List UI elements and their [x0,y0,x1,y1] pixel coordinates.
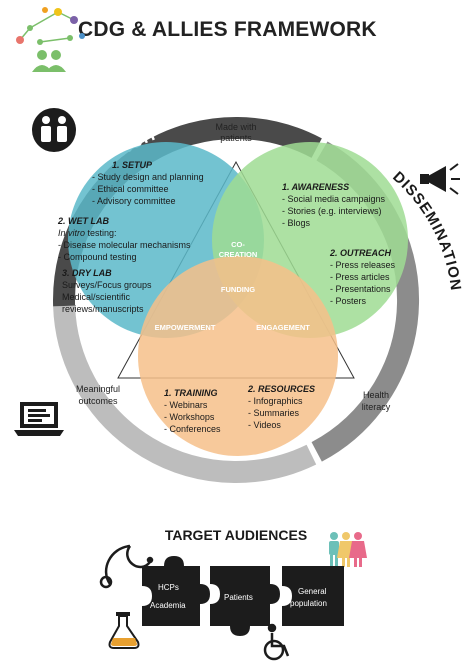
education-ring-segment [53,305,317,483]
laptop-icon [14,402,64,436]
awareness-item: - Stories (e.g. interviews) [282,206,382,216]
awareness-item: - Social media campaigns [282,194,386,204]
outreach-item: - Posters [330,296,367,306]
outreach-item: - Press releases [330,260,396,270]
training-item: - Conferences [164,424,221,434]
puzzle-pieces [142,556,344,636]
overlap-co-creation-1: CO- [231,240,245,249]
label-meaningful-outcomes-2: outcomes [78,396,118,406]
wet-lab-subheading: In vitro testing: [58,228,117,238]
setup-item: - Ethical committee [92,184,169,194]
megaphone-icon [420,163,460,195]
overlap-engagement: ENGAGEMENT [256,323,310,332]
wet-lab-heading: 2. WET LAB [57,216,109,226]
wet-lab-item: - Disease molecular mechanisms [58,240,191,250]
setup-item: - Advisory committee [92,196,176,206]
resources-item: - Infographics [248,396,303,406]
stethoscope-icon [99,544,154,589]
overlap-co-creation-2: CREATION [219,250,258,259]
awareness-item: - Blogs [282,218,311,228]
training-heading: 1. TRAINING [164,388,218,398]
outreach-item: - Press articles [330,272,390,282]
resources-heading: 2. RESOURCES [247,384,315,394]
setup-item: - Study design and planning [92,172,204,182]
setup-heading: 1. SETUP [112,160,153,170]
puzzle-piece-patients [210,566,280,636]
label-health-literacy-2: literacy [362,402,391,412]
education-circle-text: 1. TRAINING - Webinars - Workshops - Con… [164,384,315,434]
training-item: - Workshops [164,412,215,422]
puzzle-label-general: General [298,587,327,596]
puzzle-piece-hcps [142,556,210,626]
puzzle-piece-general-population [282,566,344,626]
resources-item: - Videos [248,420,281,430]
dry-lab-heading: 3. DRY LAB [62,268,112,278]
target-audiences-heading: TARGET AUDIENCES [165,527,307,543]
people-icon [329,532,367,567]
overlap-empowerment: EMPOWERMENT [155,323,216,332]
doctors-icon [32,108,76,152]
network-people-icon [16,7,85,72]
flask-icon [108,612,140,649]
wheelchair-icon [263,623,290,661]
dry-lab-line: Surveys/Focus groups [62,280,152,290]
resources-item: - Summaries [248,408,300,418]
page-title: CDG & ALLIES FRAMEWORK [78,18,377,41]
puzzle-label-patients: Patients [224,593,253,602]
training-item: - Webinars [164,400,208,410]
overlap-funding: FUNDING [221,285,255,294]
label-meaningful-outcomes-1: Meaningful [76,384,120,394]
dissemination-circle-text: 1. AWARENESS - Social media campaigns - … [282,182,396,306]
label-made-with-patients-2: patients [220,133,252,143]
label-health-literacy-1: Health [363,390,389,400]
awareness-heading: 1. AWARENESS [282,182,349,192]
dry-lab-line: Medical/scientific [62,292,131,302]
puzzle-label-hcps: HCPs [158,583,179,592]
research-circle-text: 1. SETUP - Study design and planning - E… [57,160,204,314]
education-circle [138,256,338,456]
dry-lab-line: reviews/manuscripts [62,304,144,314]
puzzle-label-academia: Academia [150,601,186,610]
label-made-with-patients-1: Made with [215,122,256,132]
outreach-item: - Presentations [330,284,391,294]
puzzle-label-population: population [290,599,327,608]
wet-lab-item: - Compound testing [58,252,137,262]
outreach-heading: 2. OUTREACH [329,248,392,258]
